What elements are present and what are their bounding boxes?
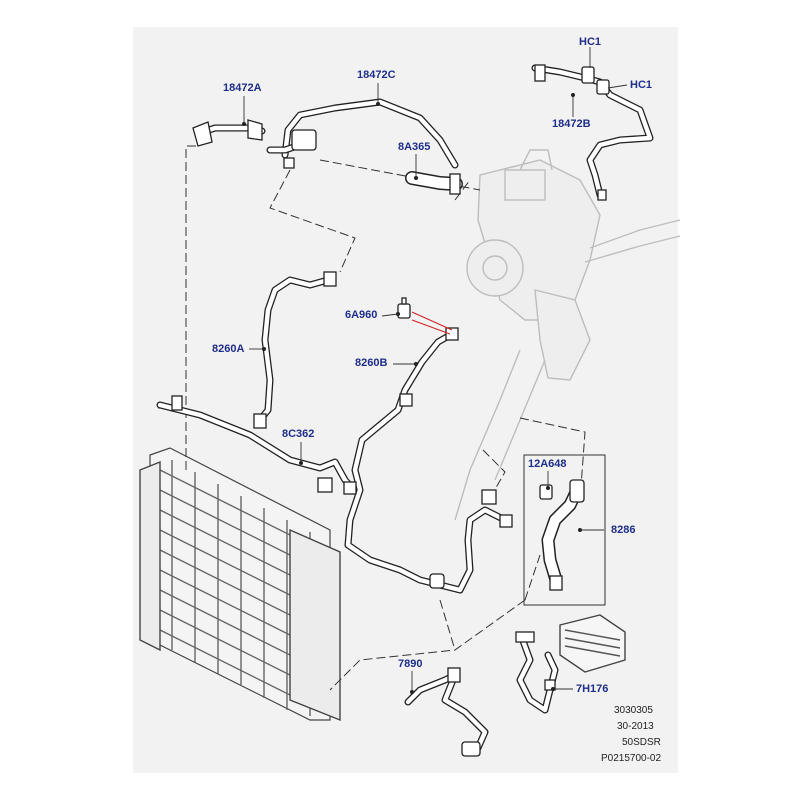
hose-7890 [404,667,489,757]
hose-8260B [344,327,513,594]
label-8260A: 8260A [212,343,245,355]
pipe-8C362 [156,395,357,495]
sensor-6A960 [397,297,411,319]
hose-8286 [541,479,585,591]
engine-ghost-drawing [454,149,681,521]
reference-line-1: 3030305 [614,705,653,716]
hose-18472C [266,98,459,169]
label-18472C: 18472C [357,69,396,81]
hose-18472A [192,119,266,147]
hose-7H176 [515,631,559,714]
label-8C362: 8C362 [282,428,315,440]
label-12A648: 12A648 [528,458,567,470]
label-8286: 8286 [611,524,636,536]
reference-line-4: P0215700-02 [601,753,662,764]
dashed-connection-lines [158,145,586,691]
radiator [139,447,341,722]
hose-18472B [531,64,654,201]
label-6A960: 6A960 [345,309,378,321]
label-7890: 7890 [398,658,423,670]
hose-8260A [253,271,337,429]
hose-8A365 [405,171,463,195]
label-8260B: 8260B [355,357,388,369]
label-7H176: 7H176 [576,683,609,695]
sensor-12A648 [539,484,553,500]
label-18472A: 18472A [223,82,262,94]
reference-line-2: 30-2013 [617,721,654,732]
leader-6A960 [411,311,453,335]
label-18472B: 18472B [552,118,591,130]
leader-lines [242,47,628,694]
label-HC1-top: HC1 [579,36,602,48]
oil-cooler [559,614,626,673]
callout-box-8286 [523,454,606,606]
reference-line-3: 50SDSR [622,737,661,748]
label-HC1-right: HC1 [630,79,653,91]
label-8A365: 8A365 [398,141,431,153]
